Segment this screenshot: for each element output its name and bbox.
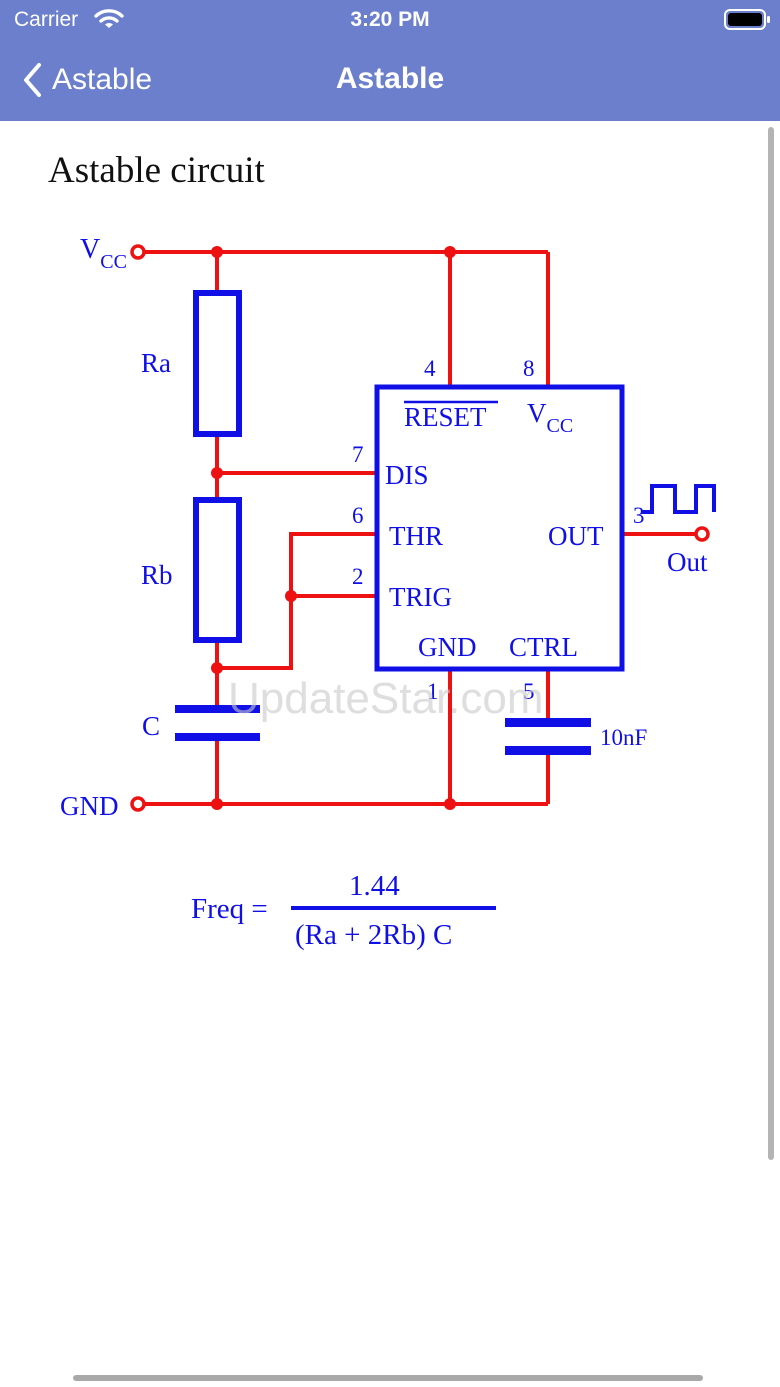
terminal-circles <box>130 244 710 812</box>
pin-number-5: 5 <box>523 679 535 704</box>
status-bar: Carrier 3:20 PM <box>0 0 780 40</box>
formula-lhs: Freq = <box>191 893 268 925</box>
pin-label-ctrl: CTRL <box>509 632 578 662</box>
capacitor-ctrl <box>505 718 591 755</box>
vcc-terminal-label: VCC <box>80 234 127 273</box>
astable-circuit-diagram: VCC GND Ra Rb C 10nF Out RESET VCC DIS T… <box>60 234 716 951</box>
rb-label: Rb <box>141 560 173 590</box>
pin-number-6: 6 <box>352 503 364 528</box>
carrier-label: Carrier <box>14 8 79 31</box>
navigation-bar: Astable Astable <box>0 40 780 121</box>
square-wave-icon <box>642 484 716 514</box>
page-title: Astable circuit <box>48 150 265 191</box>
pin-number-8: 8 <box>523 356 535 381</box>
battery-icon <box>724 9 770 30</box>
nav-title: Astable <box>335 62 445 95</box>
pin-label-gnd: GND <box>418 632 477 662</box>
chevron-left-icon <box>24 63 41 97</box>
out-terminal-label: Out <box>667 547 708 577</box>
status-time: 3:20 PM <box>350 8 430 31</box>
pin-number-4: 4 <box>424 356 436 381</box>
gnd-terminal-label: GND <box>60 791 119 821</box>
c-label: C <box>142 711 160 741</box>
wifi-icon <box>94 9 124 28</box>
circuit-junctions <box>211 246 456 810</box>
capacitor-c <box>175 705 260 741</box>
pin-number-2: 2 <box>352 564 364 589</box>
formula-numerator: 1.44 <box>349 870 400 902</box>
home-indicator[interactable] <box>73 1375 703 1381</box>
scrollbar[interactable] <box>768 127 774 1160</box>
ic-555-chip <box>374 384 625 672</box>
content-area[interactable]: Astable circuit <box>0 121 780 1387</box>
app-header: Carrier 3:20 PM Astable Astable <box>0 0 780 121</box>
pin-label-thr: THR <box>389 521 443 551</box>
pin-label-out: OUT <box>548 521 604 551</box>
ctrl-capacitor-label: 10nF <box>600 725 647 750</box>
back-button[interactable]: Astable <box>22 58 152 102</box>
watermark: UpdateStar.com <box>228 674 544 723</box>
pin-label-trig: TRIG <box>389 582 452 612</box>
pin-label-vcc: VCC <box>527 398 573 437</box>
resistor-rb <box>193 497 242 643</box>
pin-label-dis: DIS <box>385 460 429 490</box>
pin-number-1: 1 <box>427 679 439 704</box>
ra-label: Ra <box>141 348 171 378</box>
pin-label-reset: RESET <box>404 402 487 432</box>
resistor-ra <box>193 290 242 437</box>
back-button-label: Astable <box>52 63 153 96</box>
formula-denominator: (Ra + 2Rb) C <box>295 919 452 951</box>
pin-number-3: 3 <box>633 503 645 528</box>
pin-number-7: 7 <box>352 442 364 467</box>
